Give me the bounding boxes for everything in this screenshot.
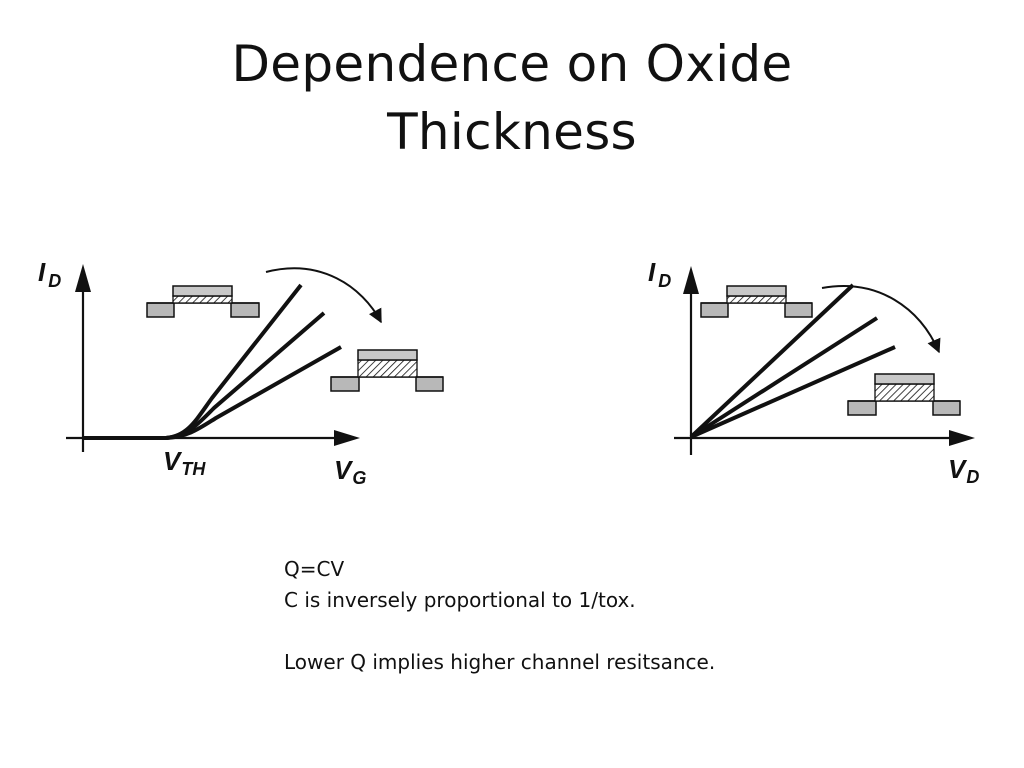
left-x-label: VG [334, 455, 366, 488]
left-y-arrowhead [75, 264, 91, 292]
note-line-2: C is inversely proportional to 1/tox. [284, 588, 636, 612]
right-x-label: VD [948, 454, 979, 487]
left-trend-arrow [265, 267, 382, 324]
title-line-1: Dependence on Oxide [231, 35, 793, 93]
right-x-arrowhead [949, 430, 975, 446]
left-x-arrowhead [334, 430, 360, 446]
right-line-thin-oxide [689, 283, 855, 439]
right-thin-oxide-device-icon [700, 285, 813, 318]
note-line-3 [284, 616, 884, 647]
left-thick-oxide-device-icon [330, 349, 444, 392]
left-curve-thick-oxide [165, 345, 342, 440]
left-curve-medium-oxide [165, 311, 326, 440]
right-thick-oxide-device-icon [847, 373, 961, 416]
right-line-medium-oxide [689, 316, 879, 439]
left-thin-oxide-device-icon [146, 285, 260, 318]
left-threshold-label: VTH [163, 446, 206, 479]
slide-title: Dependence on Oxide Thickness [0, 30, 1024, 166]
notes-text-block: Q=CV C is inversely proportional to 1/to… [284, 554, 884, 678]
right-y-arrowhead [683, 266, 699, 294]
right-trend-arrow [821, 285, 941, 354]
title-line-2: Thickness [387, 103, 637, 161]
note-line-4: Lower Q implies higher channel resitsanc… [284, 650, 716, 674]
right-line-thick-oxide [690, 345, 896, 439]
note-line-1: Q=CV [284, 557, 345, 581]
